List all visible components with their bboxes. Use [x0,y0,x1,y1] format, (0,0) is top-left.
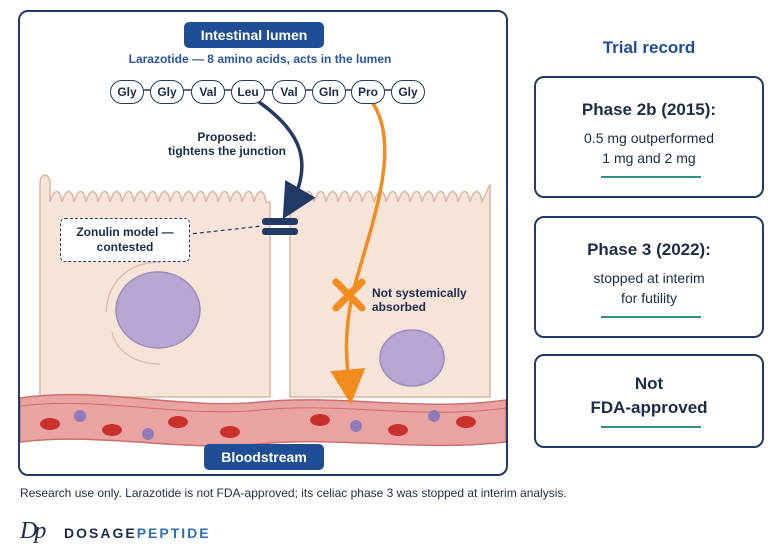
amino-acid-bead: Pro [351,80,385,104]
tight-junction-bar [262,218,298,225]
amino-acid-bead: Val [272,80,306,104]
trial-card-phase-3: Phase 3 (2022): stopped at interim for f… [534,216,764,338]
bloodstream-label: Bloodstream [204,444,324,470]
red-blood-cell [388,424,408,436]
amino-acid-bead: Leu [231,80,265,104]
red-blood-cell [40,418,60,430]
tight-junction-bar [262,228,298,235]
card-title: Phase 3 (2022): [587,240,711,259]
brand-mark-icon: Dp [20,518,46,544]
red-blood-cell [102,424,122,436]
red-blood-cell [456,416,476,428]
card-accent-rule [601,426,701,428]
white-blood-cell [350,420,362,432]
vessel-wall-line [20,402,506,413]
proposed-mechanism-label: Proposed: tightens the junction [168,130,286,158]
white-blood-cell [428,410,440,422]
amino-acid-bead: Gly [150,80,184,104]
intestinal-lumen-label: Intestinal lumen [184,22,324,48]
red-blood-cell [168,416,188,428]
amino-acid-bead: Gln [312,80,346,104]
amino-acid-bead: Gly [110,80,144,104]
trial-card-phase-2b: Phase 2b (2015): 0.5 mg outperformed 1 m… [534,76,764,198]
card-title: Phase 2b (2015): [581,100,717,119]
not-absorbed-label: Not systemically absorbed [372,286,467,314]
right-cell-nucleus [379,329,445,387]
white-blood-cells [74,410,440,440]
red-blood-cells [40,414,476,438]
amino-acid-bead: Gly [391,80,425,104]
card-accent-rule [601,176,701,178]
nucleus-halo [105,261,161,365]
brand-name-part: DOSAGE [64,525,137,541]
tight-junction [262,218,298,235]
brand-name: DOSAGEPEPTIDE [64,525,211,541]
left-cell-nucleus [115,271,201,349]
card-title: Not FDA-approved [590,374,708,417]
mechanism-diagram: Intestinal lumen Larazotide — 8 amino ac… [18,10,508,476]
proposed-mechanism-arrow [255,98,316,220]
zonulin-model-box: Zonulin model — contested [60,218,190,262]
not-absorbed-arrow [330,100,387,405]
white-blood-cell [142,428,154,440]
red-blood-cell [220,426,240,438]
white-blood-cell [74,410,86,422]
disclaimer-text: Research use only. Larazotide is not FDA… [20,486,567,500]
card-accent-rule [601,316,701,318]
peptide-caption: Larazotide — 8 amino acids, acts in the … [128,52,392,66]
amino-acid-bead: Val [191,80,225,104]
blocked-x-icon [332,278,366,312]
diagram-canvas [20,89,506,447]
card-body: 0.5 mg outperformed 1 mg and 2 mg [584,130,714,166]
red-blood-cell [310,414,330,426]
trial-card-fda-status: Not FDA-approved [534,354,764,448]
card-body: stopped at interim for futility [593,270,705,306]
trial-record-title: Trial record [602,38,696,57]
brand-name-part: PEPTIDE [136,525,211,541]
